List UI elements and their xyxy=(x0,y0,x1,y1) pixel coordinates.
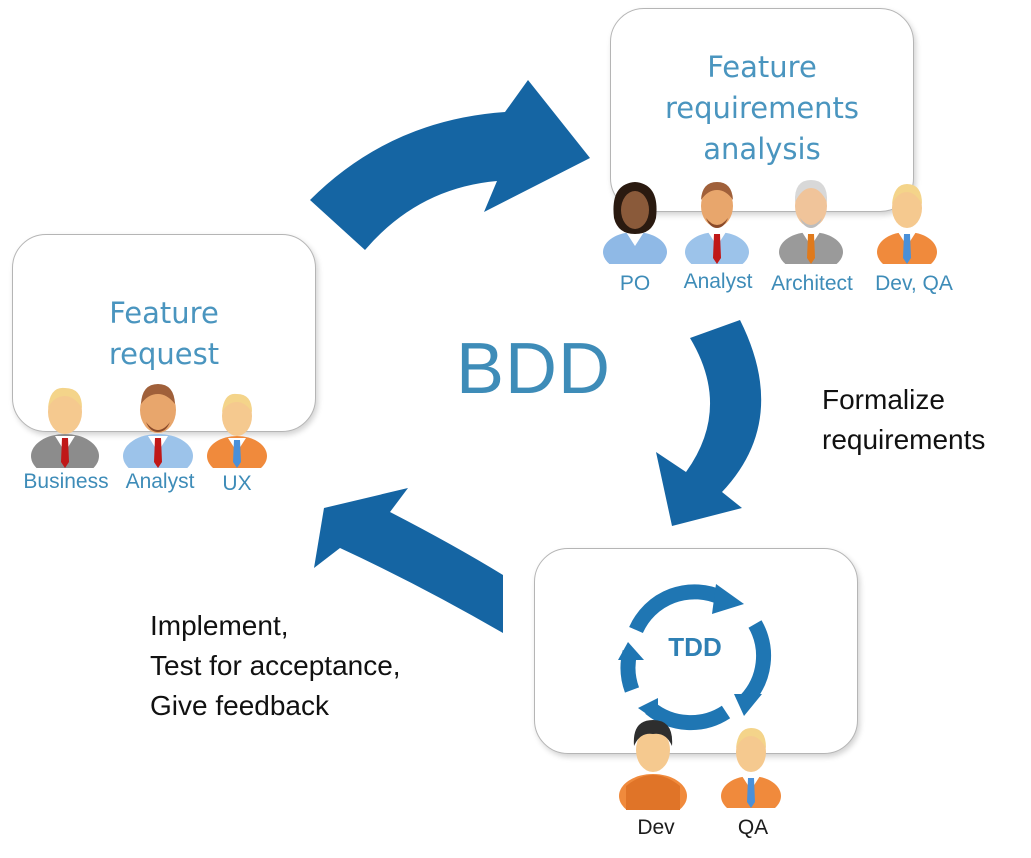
analyst-person-icon-2 xyxy=(685,182,749,264)
role-architect: Architect xyxy=(771,272,853,295)
role-analyst-2: Analyst xyxy=(683,270,753,293)
po-person-icon xyxy=(603,182,667,264)
note-implement: Implement, Test for acceptance, Give fee… xyxy=(150,610,401,721)
arrow-to-tdd xyxy=(656,320,762,526)
business-person-icon xyxy=(31,387,99,468)
feature-request-box: Feature request xyxy=(12,234,316,432)
arrow-to-request xyxy=(314,488,503,633)
tdd-arrowhead-1 xyxy=(712,584,744,614)
dev-qa-person-icon xyxy=(877,184,937,264)
role-business: Business xyxy=(23,470,109,493)
tdd-arc-top xyxy=(629,584,726,634)
role-qa: QA xyxy=(737,816,769,839)
role-dev-qa: Dev, QA xyxy=(875,272,953,295)
analyst-person-icon xyxy=(123,384,193,468)
tdd-label: TDD xyxy=(668,632,722,662)
dev-person-icon xyxy=(619,720,687,810)
tdd-arrowhead-4 xyxy=(618,642,644,660)
role-analyst: Analyst xyxy=(125,470,195,493)
role-ux: UX xyxy=(222,472,252,495)
requirements-analysis-box: Feature requirements analysis xyxy=(610,8,914,212)
qa-person-icon xyxy=(721,728,781,808)
tdd-arrowhead-2 xyxy=(734,694,762,716)
arrow-to-analysis xyxy=(310,80,590,250)
ux-person-icon xyxy=(207,393,267,468)
role-dev: Dev xyxy=(637,816,675,839)
bdd-label: BDD xyxy=(456,329,612,409)
role-po: PO xyxy=(619,272,651,295)
tdd-arc-right xyxy=(740,620,772,706)
feature-request-title: Feature request xyxy=(108,296,220,371)
tdd-arrowhead-3 xyxy=(638,698,658,722)
architect-person-icon xyxy=(779,180,843,264)
note-formalize: Formalize requirements xyxy=(822,384,986,455)
requirements-analysis-title: Feature requirements analysis xyxy=(664,50,860,166)
